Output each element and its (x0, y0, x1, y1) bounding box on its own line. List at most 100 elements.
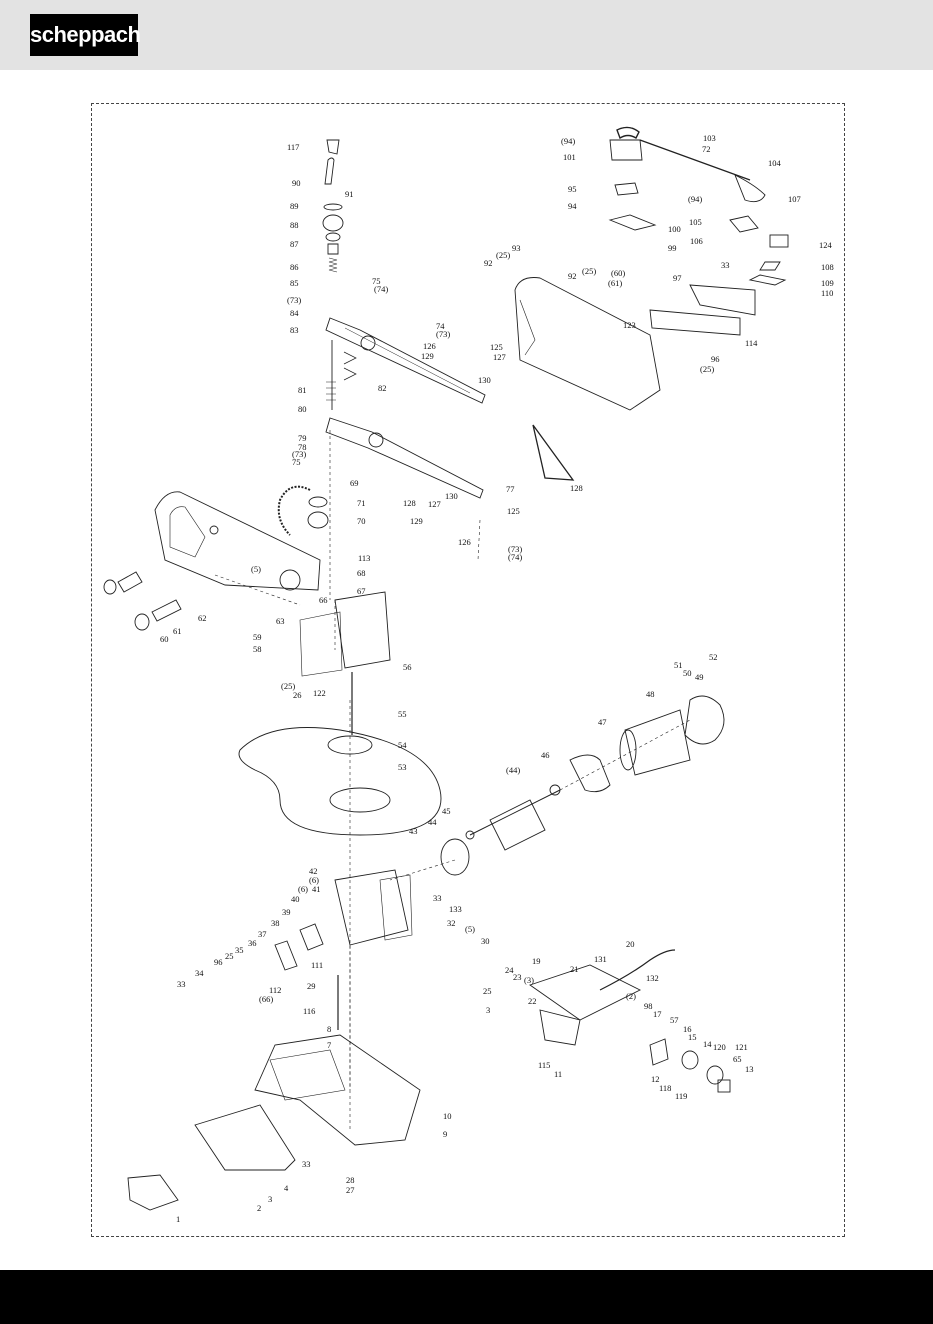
part-label: (6) (298, 884, 308, 894)
part-label: 75 (292, 457, 301, 467)
part-label: 111 (311, 960, 323, 970)
part-label: 70 (357, 516, 366, 526)
part-label: 3 (486, 1005, 490, 1015)
part-label: (5) (251, 564, 261, 574)
part-label: 9 (443, 1129, 447, 1139)
upper-arm (325, 317, 486, 404)
part-label: 133 (449, 904, 462, 914)
part-label: 132 (646, 973, 659, 983)
part-label: 74 (436, 321, 445, 331)
part-label: (5) (465, 924, 475, 934)
part-label: 84 (290, 308, 299, 318)
part-label: 103 (703, 133, 716, 143)
part-label: 55 (398, 709, 407, 719)
part-label: 125 (490, 342, 503, 352)
part-label: 7 (327, 1040, 331, 1050)
part-label: 2 (257, 1203, 261, 1213)
foot-plate (194, 1104, 296, 1171)
part-label: 69 (350, 478, 359, 488)
part-label: 33 (302, 1159, 311, 1169)
part-label: 109 (821, 278, 834, 288)
part-label: 85 (290, 278, 299, 288)
part-label: 39 (282, 907, 291, 917)
part-label: 78 (298, 442, 307, 452)
right-housing (514, 277, 661, 411)
part-label: 3 (268, 1194, 272, 1204)
part-label: 79 (298, 433, 307, 443)
part-label: 71 (357, 498, 366, 508)
part-label: 116 (303, 1006, 315, 1016)
part-label: 96 (711, 354, 720, 364)
part-label: 72 (702, 144, 711, 154)
part-label: 32 (447, 918, 456, 928)
part-label: 124 (819, 240, 833, 250)
part-label: 61 (173, 626, 182, 636)
part-label: 33 (721, 260, 730, 270)
diagram-frame (91, 103, 845, 1237)
part-label: 92 (484, 258, 493, 268)
part-label: 128 (403, 498, 416, 508)
part-label: 99 (668, 243, 677, 253)
part-label: 53 (398, 762, 407, 772)
part-label: 125 (507, 506, 520, 516)
part-label: 37 (258, 929, 267, 939)
part-label: (6) (309, 875, 319, 885)
part-label: (74) (374, 284, 388, 294)
part-label: 49 (695, 672, 704, 682)
motor-end-cap (684, 695, 725, 745)
part-label: 67 (357, 586, 366, 596)
part-label: 8 (327, 1024, 331, 1034)
part-label: 28 (346, 1175, 355, 1185)
part-label: (73) (508, 544, 522, 554)
part-label: 26 (293, 690, 302, 700)
part-label: 94 (568, 201, 577, 211)
part-label: 93 (512, 243, 521, 253)
part-label: 121 (735, 1042, 748, 1052)
part-label: 22 (528, 996, 537, 1006)
part-label: 33 (177, 979, 186, 989)
motor-housing (624, 709, 691, 776)
part-label: 91 (345, 189, 354, 199)
part-label: 68 (357, 568, 366, 578)
part-label: 40 (291, 894, 300, 904)
part-label: 47 (598, 717, 607, 727)
part-label: 96 (214, 957, 223, 967)
part-label: 14 (703, 1039, 712, 1049)
part-label: (94) (561, 136, 575, 146)
part-label: 52 (709, 652, 718, 662)
part-label: 41 (312, 884, 321, 894)
footer-bar (0, 1270, 933, 1324)
part-label: 20 (626, 939, 635, 949)
part-label: 48 (646, 689, 655, 699)
part-label: 35 (235, 945, 244, 955)
part-label: 43 (409, 826, 418, 836)
part-label: 29 (307, 981, 316, 991)
part-label: 33 (433, 893, 442, 903)
part-label: (94) (688, 194, 702, 204)
part-label: 42 (309, 866, 318, 876)
part-label: 126 (458, 537, 471, 547)
part-label: 25 (483, 986, 492, 996)
part-label: 112 (269, 985, 281, 995)
base (254, 1034, 421, 1146)
part-label: 56 (403, 662, 412, 672)
part-label: 81 (298, 385, 307, 395)
part-label: 126 (423, 341, 436, 351)
part-label: 30 (481, 936, 490, 946)
part-label: 80 (298, 404, 307, 414)
part-label: (73) (287, 295, 301, 305)
part-label: (25) (281, 681, 295, 691)
part-label: 105 (689, 217, 702, 227)
part-label: 106 (690, 236, 703, 246)
part-label: 21 (570, 964, 579, 974)
part-label: 44 (428, 817, 437, 827)
part-label: 87 (290, 239, 299, 249)
part-label: 17 (653, 1009, 662, 1019)
lower-arm (325, 417, 484, 499)
part-label: 36 (248, 938, 257, 948)
part-label: 92 (568, 271, 577, 281)
part-label: 77 (506, 484, 515, 494)
part-label: 45 (442, 806, 451, 816)
